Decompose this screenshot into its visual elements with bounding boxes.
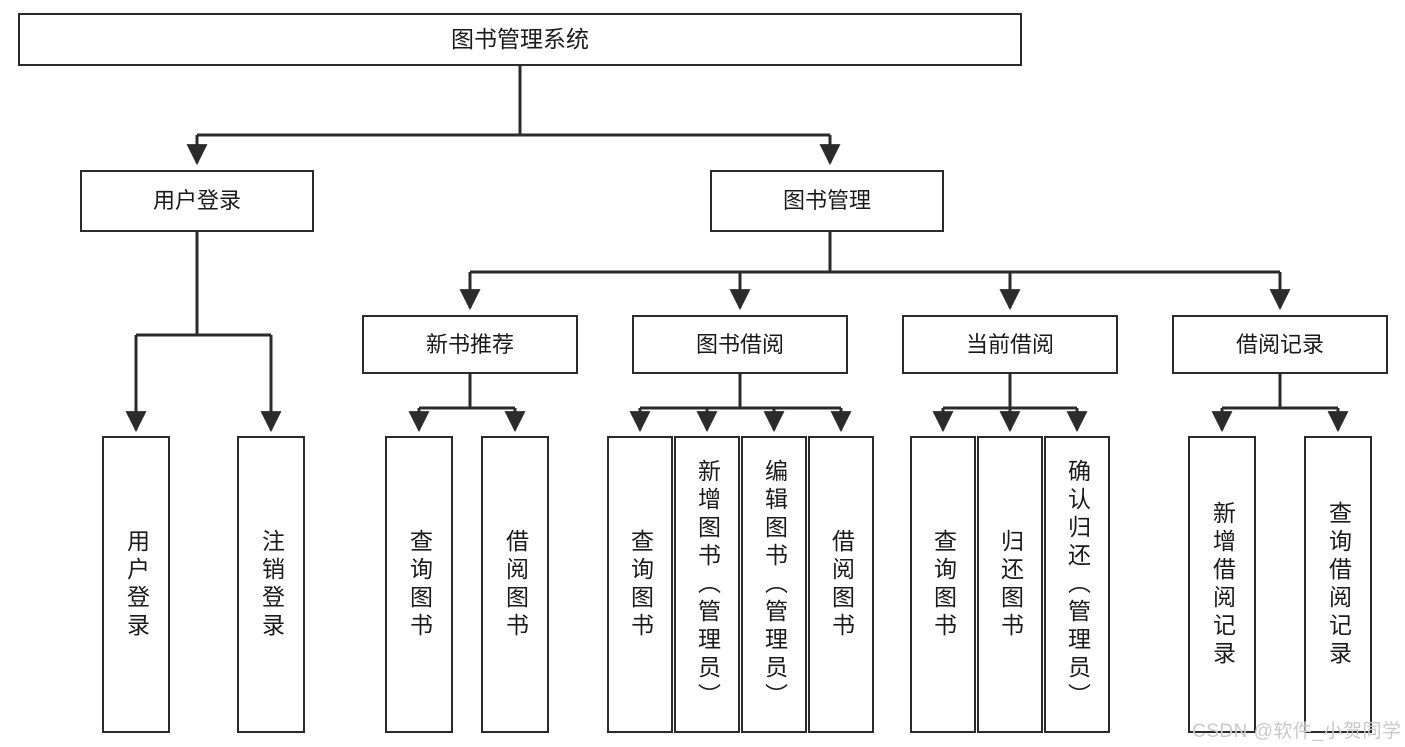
node-borrow-record-label: 借阅记录 [1235,331,1324,357]
node-leaf-user-login[interactable]: 用户登录 [102,436,170,733]
node-leaf-query-book-1-label: 查询图书 [406,528,433,641]
node-root-label: 图书管理系统 [451,26,589,53]
node-leaf-edit-book[interactable]: 编辑图书（管理员） [741,436,807,733]
node-leaf-edit-book-label: 编辑图书（管理员） [761,458,788,711]
node-book-borrow[interactable]: 图书借阅 [632,315,848,374]
node-leaf-logout-login-label: 注销登录 [258,528,285,641]
node-leaf-query-book-1[interactable]: 查询图书 [385,436,453,733]
node-new-book-rec[interactable]: 新书推荐 [362,315,578,374]
watermark: CSDN @软件_小贺同学 [1192,721,1402,742]
node-leaf-add-record-label: 新增借阅记录 [1209,500,1236,669]
node-root[interactable]: 图书管理系统 [18,13,1022,66]
node-leaf-query-book-2[interactable]: 查询图书 [607,436,673,733]
node-leaf-add-book-label: 新增图书（管理员） [694,458,721,711]
node-leaf-add-book[interactable]: 新增图书（管理员） [674,436,740,733]
node-current-borrow[interactable]: 当前借阅 [902,315,1118,374]
node-leaf-confirm-return[interactable]: 确认归还（管理员） [1044,436,1110,733]
node-book-manage-label: 图书管理 [782,188,871,214]
node-book-manage[interactable]: 图书管理 [710,170,944,232]
node-leaf-return-book-label: 归还图书 [997,528,1024,641]
node-leaf-add-record[interactable]: 新增借阅记录 [1188,436,1256,733]
node-book-borrow-label: 图书借阅 [695,331,784,357]
node-leaf-logout-login[interactable]: 注销登录 [237,436,305,733]
node-leaf-user-login-label: 用户登录 [123,528,150,641]
node-leaf-query-record[interactable]: 查询借阅记录 [1304,436,1372,733]
node-current-borrow-label: 当前借阅 [965,331,1054,357]
node-new-book-rec-label: 新书推荐 [425,331,514,357]
node-leaf-borrow-book-2-label: 借阅图书 [828,528,855,641]
node-leaf-confirm-return-label: 确认归还（管理员） [1064,458,1091,711]
node-leaf-query-record-label: 查询借阅记录 [1325,500,1352,669]
node-leaf-borrow-book-2[interactable]: 借阅图书 [808,436,874,733]
node-leaf-query-book-3[interactable]: 查询图书 [910,436,976,733]
node-user-login-label: 用户登录 [152,188,241,214]
node-leaf-borrow-book-1-label: 借阅图书 [502,528,529,641]
node-leaf-query-book-3-label: 查询图书 [930,528,957,641]
node-user-login[interactable]: 用户登录 [80,170,314,232]
node-leaf-borrow-book-1[interactable]: 借阅图书 [481,436,549,733]
node-borrow-record[interactable]: 借阅记录 [1172,315,1388,374]
node-leaf-query-book-2-label: 查询图书 [627,528,654,641]
node-leaf-return-book[interactable]: 归还图书 [977,436,1043,733]
